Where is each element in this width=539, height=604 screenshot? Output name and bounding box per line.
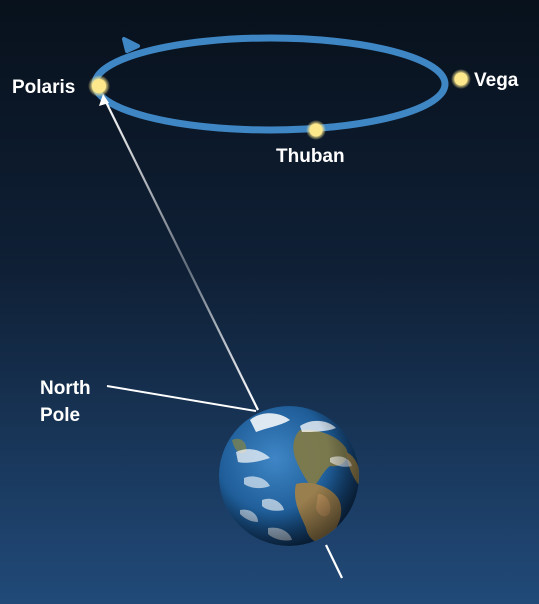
- polaris-star-icon: [92, 79, 106, 93]
- north-pole-leader-line: [106, 385, 257, 412]
- axis-line-south: [325, 544, 343, 579]
- north-pole-label-line2: Pole: [40, 405, 80, 426]
- vega-label: Vega: [474, 70, 519, 91]
- thuban-star-icon: [309, 123, 323, 137]
- thuban-label: Thuban: [276, 146, 345, 167]
- earth-globe-icon: [219, 406, 359, 546]
- axis-line-to-polaris: [105, 101, 259, 411]
- vega-star-icon: [454, 72, 468, 86]
- axis-arrowhead-icon: [99, 94, 109, 106]
- polaris-label: Polaris: [12, 77, 75, 98]
- north-pole-label-line1: North: [40, 378, 91, 399]
- orbit-direction-arrow-icon: [122, 37, 140, 53]
